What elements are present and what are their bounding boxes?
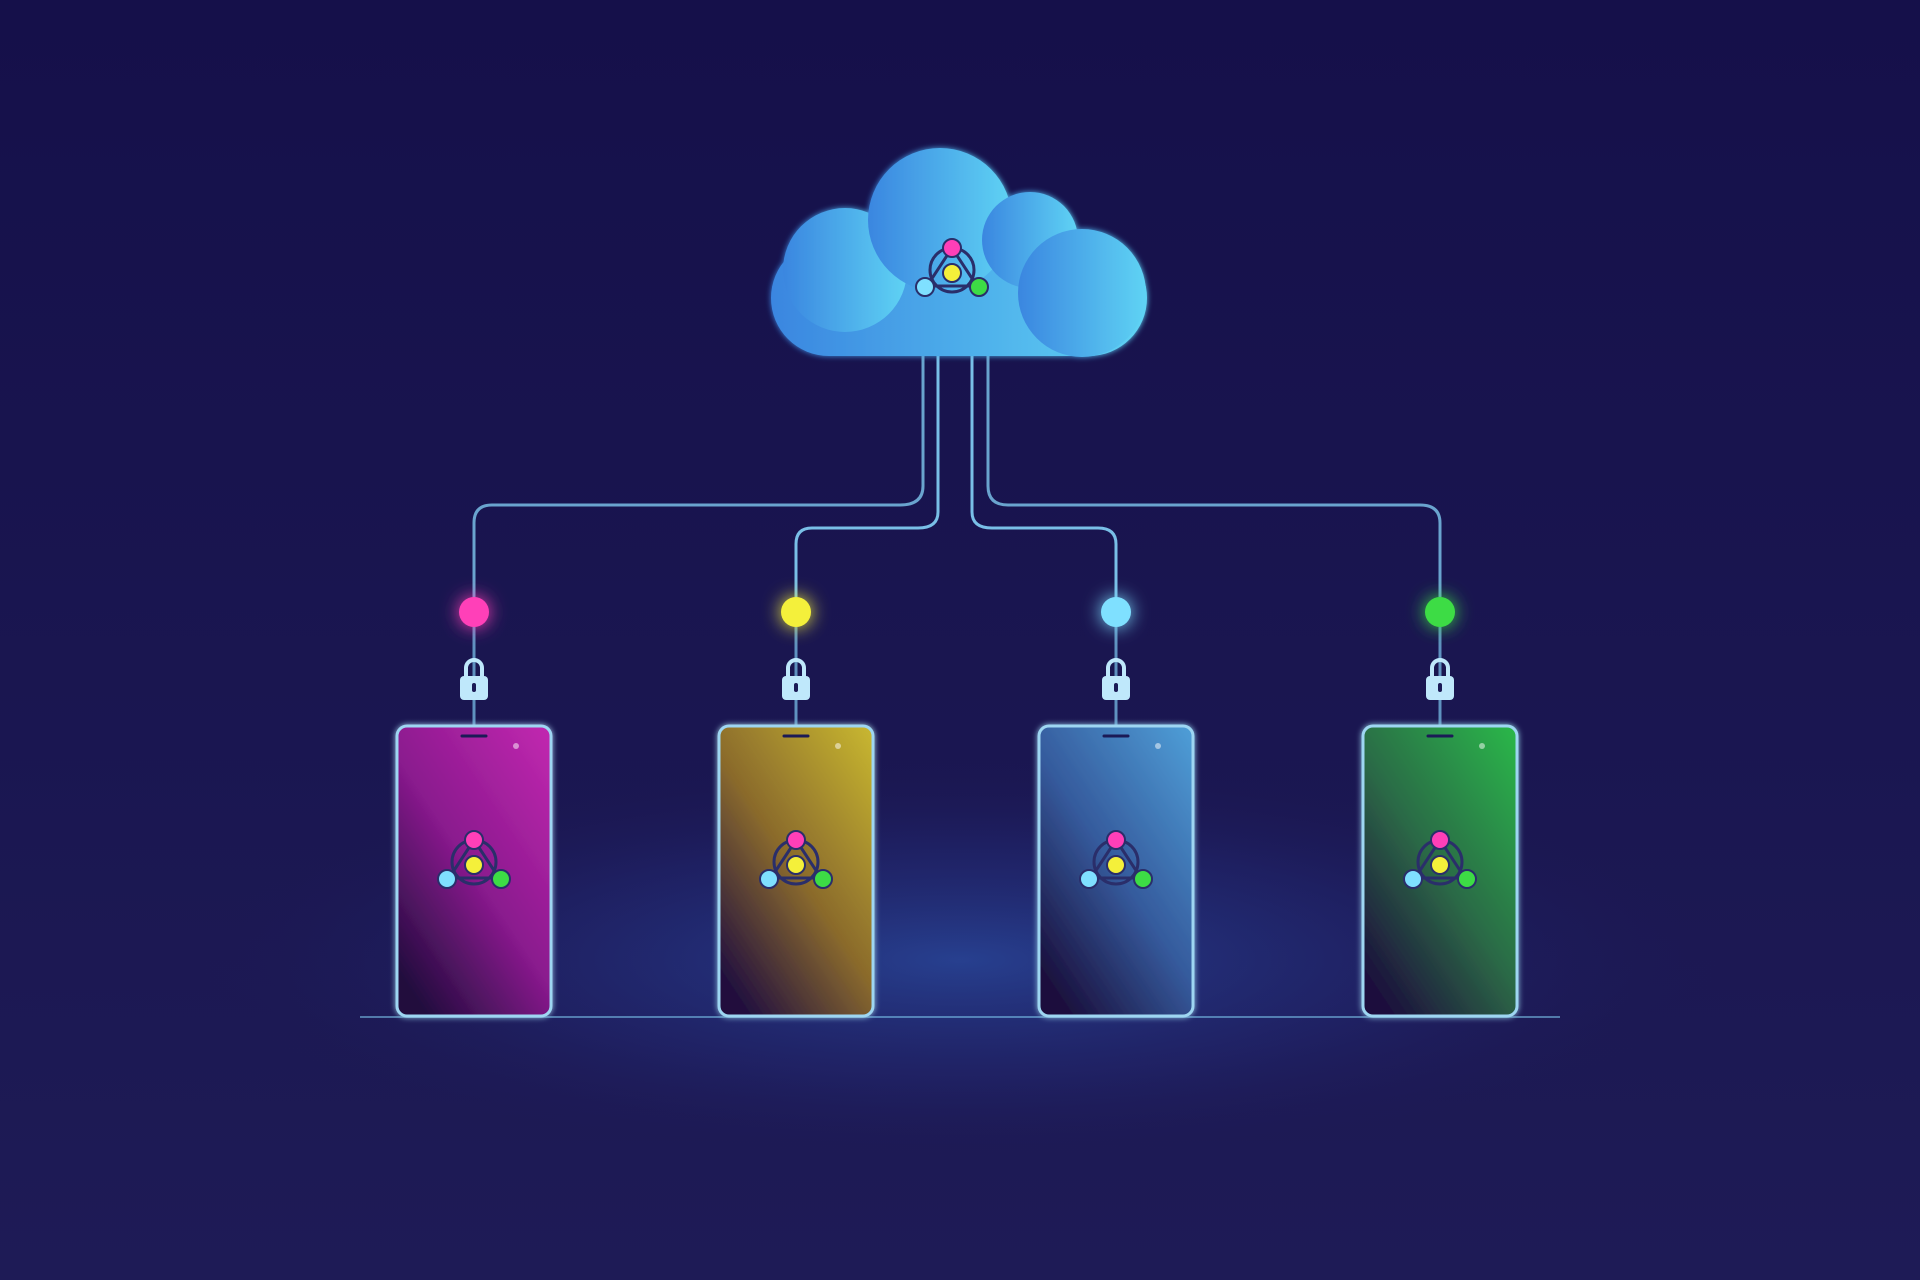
status-node-cyan xyxy=(1101,597,1131,627)
device-cyan xyxy=(1037,597,1195,1018)
wire-green xyxy=(986,353,1442,600)
phone-camera xyxy=(1479,743,1485,749)
connection-wires xyxy=(472,353,1442,727)
wire-cyan xyxy=(970,353,1118,600)
wire-pink xyxy=(472,353,925,600)
phone-camera xyxy=(835,743,841,749)
status-node-yellow xyxy=(781,597,811,627)
wire-yellow xyxy=(794,353,940,600)
cloud xyxy=(771,148,1147,357)
device-green xyxy=(1361,597,1519,1018)
devices xyxy=(395,597,1519,1018)
phone-camera xyxy=(1155,743,1161,749)
phone-camera xyxy=(513,743,519,749)
device-pink xyxy=(395,597,553,1018)
device-yellow xyxy=(717,597,875,1018)
status-node-green xyxy=(1425,597,1455,627)
status-node-pink xyxy=(459,597,489,627)
floor-glow xyxy=(200,760,1720,1160)
